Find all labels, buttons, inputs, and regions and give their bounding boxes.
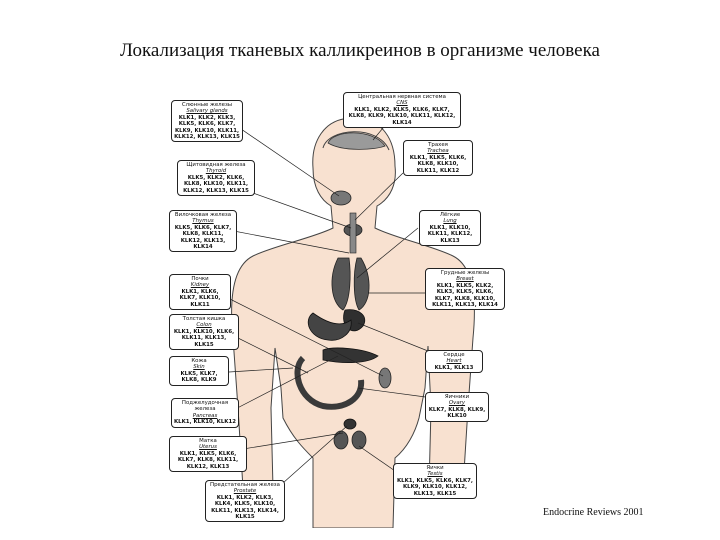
label-lung: Лёгкие Lung KLK1, KLK10, KLK11, KLK12, K… <box>419 210 481 247</box>
gene-list: KLK5, KLK6, KLK7, KLK8, KLK11, KLK12, KL… <box>174 224 232 251</box>
organ-latin: Lung <box>443 218 457 225</box>
organ-name: Слюнные железы <box>181 102 233 108</box>
brain-shape <box>327 132 386 150</box>
testis-shape <box>333 430 349 450</box>
gene-list: KLK1, KLK13 <box>434 364 474 371</box>
organ-name: Поджелудочная железа <box>181 400 229 413</box>
label-breast: Грудные железы Breast KLK1, KLK5, KLK2, … <box>425 268 505 311</box>
organ-latin: Testis <box>427 471 443 478</box>
label-prostate: Предстательная железа Prostate KLK1, KLK… <box>205 480 285 523</box>
organ-name: Почки <box>191 276 209 282</box>
gene-list: KLK1, KLK2, KLK3, KLK4, KLK5, KLK10, KLK… <box>211 494 279 521</box>
gene-list: KLK7, KLK8, KLK9, KLK10 <box>428 406 486 420</box>
label-cns: Центральная нервная система CNS KLK1, KL… <box>343 92 461 129</box>
gene-list: KLK5, KLK2, KLK6, KLK8, KLK10, KLK11, KL… <box>183 174 249 194</box>
testis-shape-right <box>351 430 367 450</box>
label-skin: Кожа Skin KLK5, KLK7, KLK8, KLK9 <box>169 356 229 386</box>
organ-latin: Thymus <box>192 218 214 225</box>
label-ovary: Яичники Ovary KLK7, KLK8, KLK9, KLK10 <box>425 392 489 422</box>
organ-name: Щитовидная железа <box>186 162 246 168</box>
gene-list: KLK1, KLK2, KLK5, KLK6, KLK7, KLK8, KLK9… <box>348 106 456 126</box>
organ-latin: Heart <box>446 358 462 365</box>
organ-name: Яички <box>426 465 444 471</box>
gene-list: KLK1, KLK5, KLK2, KLK3, KLK5, KLK6, KLK7… <box>432 282 498 309</box>
organ-name: Грудные железы <box>440 270 490 276</box>
label-trachea: Трахея Trachea KLK1, KLK5, KLK6, KLK8, K… <box>403 140 473 177</box>
organ-name: Кожа <box>191 358 207 364</box>
slide-title: Локализация тканевых калликреинов в орга… <box>120 40 600 61</box>
label-heart: Сердце Heart KLK1, KLK13 <box>425 350 483 374</box>
gene-list: KLK1, KLK6, KLK7, KLK10, KLK11 <box>179 288 221 308</box>
organ-name: Яичники <box>444 394 470 400</box>
organ-latin: Skin <box>193 364 205 371</box>
label-colon: Толстая кишка Colon KLK1, KLK10, KLK6, K… <box>169 314 239 351</box>
gene-list: KLK1, KLK10, KLK12 <box>174 419 236 426</box>
anatomy-figure: Слюнные железы Salivary glands KLK1, KLK… <box>163 88 513 528</box>
organ-name: Лёгкие <box>439 212 461 218</box>
pancreas-shape <box>322 347 379 364</box>
organ-latin: Uterus <box>199 444 217 451</box>
organ-latin: Prostate <box>233 488 257 495</box>
gene-list: KLK1, KLK10, KLK6, KLK11, KLK13, KLK15 <box>173 328 235 348</box>
colon-shape <box>294 355 365 410</box>
organ-name: Сердце <box>443 352 465 358</box>
organ-name: Толстая кишка <box>182 316 226 322</box>
gene-list: KLK1, KLK5, KLK6, KLK8, KLK10, KLK11, KL… <box>409 154 467 174</box>
label-thyroid: Щитовидная железа Thyroid KLK5, KLK2, KL… <box>177 160 255 197</box>
organ-name: Трахея <box>428 142 448 148</box>
gene-list: KLK1, KLK10, KLK11, KLK12, KLK13 <box>427 224 473 244</box>
organ-latin: Thyroid <box>205 168 227 175</box>
body-illustration <box>212 115 475 528</box>
label-kidney: Почки Kidney KLK1, KLK6, KLK7, KLK10, KL… <box>169 274 231 311</box>
kidney-shape <box>378 367 392 389</box>
organ-latin: Breast <box>456 276 474 283</box>
organ-latin: CNS <box>396 100 408 107</box>
label-uterus: Матка Uterus KLK1, KLK5, KLK6, KLK7, KLK… <box>169 436 247 473</box>
trachea-shape <box>349 212 357 254</box>
salivary-gland-shape <box>330 190 352 206</box>
lung-shape <box>331 257 351 311</box>
gene-list: KLK1, KLK2, KLK3, KLK5, KLK6, KLK7, KLK9… <box>174 114 240 141</box>
prostate-shape <box>343 418 357 430</box>
head-contour <box>322 131 390 151</box>
organ-latin: Kidney <box>190 282 210 289</box>
source-credit: Endocrine Reviews 2001 <box>543 507 644 518</box>
organ-latin: Trachea <box>427 148 449 155</box>
label-salivary-glands: Слюнные железы Salivary glands KLK1, KLK… <box>171 100 243 143</box>
organ-latin: Ovary <box>448 400 466 407</box>
organ-name: Центральная нервная система <box>358 94 446 100</box>
gene-list: KLK1, KLK5, KLK6, KLK7, KLK9, KLK10, KLK… <box>397 477 473 497</box>
stomach-shape <box>307 312 352 341</box>
organ-name: Вилочковая железа <box>174 212 232 218</box>
organ-name: Предстательная железа <box>210 482 280 488</box>
label-testis: Яички Testis KLK1, KLK5, KLK6, KLK7, KLK… <box>393 463 477 500</box>
organ-name: Матка <box>199 438 217 444</box>
label-thymus: Вилочковая железа Thymus KLK5, KLK6, KLK… <box>169 210 237 253</box>
gene-list: KLK5, KLK7, KLK8, KLK9 <box>180 370 218 384</box>
organ-latin: Colon <box>196 322 212 329</box>
organ-latin: Pancreas <box>192 412 218 419</box>
organ-latin: Salivary glands <box>186 108 228 115</box>
label-pancreas: Поджелудочная железа Pancreas KLK1, KLK1… <box>171 398 239 428</box>
gene-list: KLK1, KLK5, KLK6, KLK7, KLK8, KLK11, KLK… <box>177 450 239 470</box>
